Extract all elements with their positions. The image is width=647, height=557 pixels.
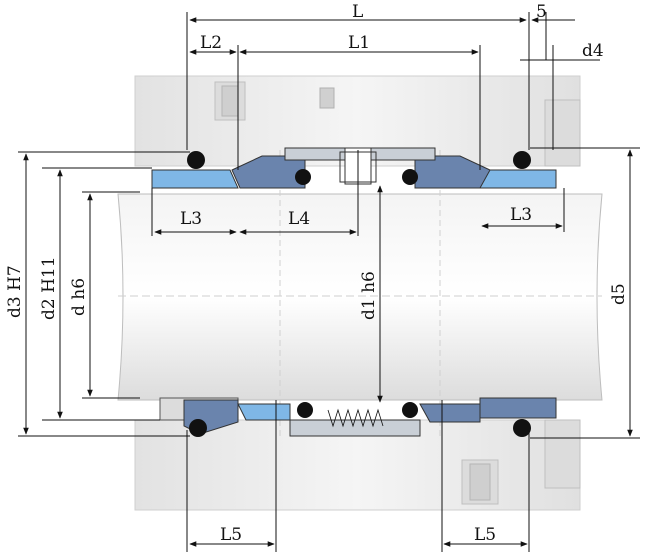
dimensions-center-right: [377, 149, 640, 439]
label-L3-right: L3: [510, 205, 532, 225]
dimension-labels: L 5 L2 L1 d4 L3 L4 L3 L5 L5 d3 H7 d2 H11…: [5, 2, 629, 545]
label-L: L: [352, 2, 363, 22]
shaft: [117, 150, 603, 440]
label-L3-left: L3: [180, 209, 202, 229]
seal-assembly-top: [151, 147, 557, 189]
oring-icon: [402, 402, 418, 418]
label-L5-left: L5: [220, 525, 242, 545]
label-L5-right: L5: [474, 525, 496, 545]
housing-bottom: [134, 419, 581, 511]
dimensions-left: [18, 153, 190, 437]
seal-assembly-bottom: [159, 397, 557, 437]
oring-icon: [187, 151, 205, 169]
label-d4: d4: [582, 41, 604, 61]
label-L1: L1: [348, 33, 370, 53]
oring-icon: [295, 169, 311, 185]
label-L2: L2: [200, 33, 222, 53]
oring-icon: [513, 419, 531, 437]
label-d2: d2 H11: [39, 256, 59, 320]
label-d1: d1 h6: [359, 271, 379, 320]
label-d5: d5: [609, 283, 629, 305]
oring-icon: [189, 419, 207, 437]
oring-icon: [402, 169, 418, 185]
label-d3: d3 H7: [5, 265, 25, 318]
dimensions-top: [18, 12, 640, 236]
label-d: d h6: [69, 278, 89, 316]
oring-icon: [513, 151, 531, 169]
oring-icon: [297, 402, 313, 418]
label-L4: L4: [288, 209, 310, 229]
dimensions-bottom: [186, 400, 530, 552]
label-5: 5: [536, 2, 547, 22]
